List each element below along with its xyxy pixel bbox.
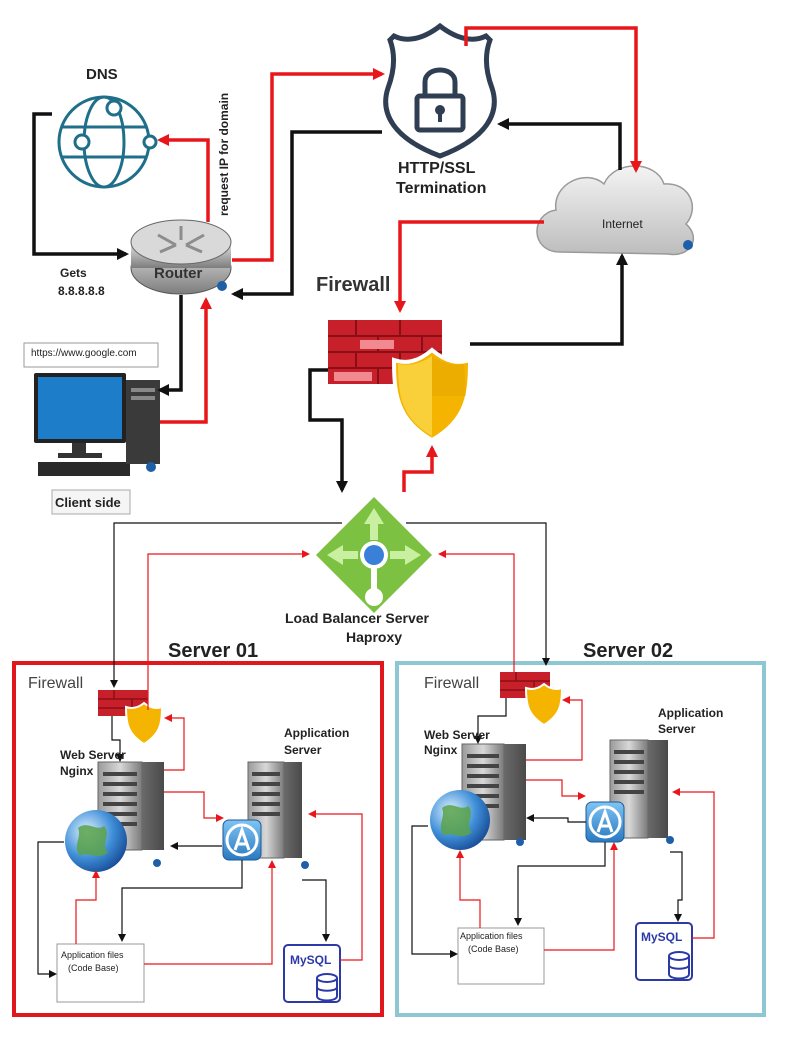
server01-frame [12, 661, 384, 1017]
server01-label: Server 01 [168, 640, 259, 662]
server02-app-icon [585, 801, 625, 843]
server01-codebase-box [56, 943, 145, 1003]
url-bar [23, 342, 159, 368]
server02-mysql-icon [635, 922, 693, 981]
server02-app-label-1: Application [658, 706, 724, 720]
server02-firewall-label: Firewall [424, 675, 480, 692]
server01-firewall-label: Firewall [28, 675, 84, 692]
server01-nginx-label: Nginx [60, 764, 94, 778]
server01-app-label-1: Application [284, 726, 350, 740]
info-icon [217, 281, 227, 291]
shield-icon [391, 347, 473, 443]
request-ip-label: request IP for domain [217, 92, 231, 216]
client-side-box [51, 489, 131, 515]
server01-mysql-icon [283, 944, 341, 1003]
server02-codebase-box [457, 927, 545, 985]
server02-web-server-label: Web Server [424, 728, 490, 742]
router-icon [130, 219, 232, 295]
server02-frame [395, 661, 766, 1017]
lb-label-2: Haproxy [346, 629, 403, 645]
server01-app-icon [222, 819, 262, 861]
http-ssl-label: HTTP/SSL [398, 160, 476, 177]
server01-app-label-2: Server [284, 743, 322, 757]
gets-ip-label: 8.8.8.8.8 [58, 284, 105, 298]
internet-label: Internet [602, 217, 643, 231]
server02-mysql-label: MySQL [641, 930, 683, 944]
server01-mysql-label: MySQL [290, 953, 332, 967]
url-label: https://www.google.com [31, 348, 137, 359]
server01-globe-icon [65, 810, 127, 872]
dns-globe-icon [57, 95, 158, 189]
cloud-icon [536, 165, 695, 256]
server01-codebase-label-2: (Code Base) [68, 963, 119, 973]
router-label: Router [154, 265, 203, 282]
load-balancer-icon [316, 497, 432, 613]
lb-label-1: Load Balancer Server [285, 610, 429, 626]
monitor-icon [34, 373, 160, 476]
server02-firewall-icon [500, 672, 564, 727]
connectors-server02 [411, 696, 715, 958]
firewall-main-label: Firewall [316, 274, 391, 296]
info-icon [146, 462, 156, 472]
server01-web-server-label: Web Server [60, 748, 126, 762]
server01-firewall-icon [98, 690, 164, 746]
server01-app-rack-icon [247, 761, 309, 869]
server02-label: Server 02 [583, 640, 674, 662]
info-icon [683, 240, 693, 250]
connectors-lb [110, 522, 550, 710]
termination-label: Termination [396, 180, 487, 197]
connectors-server01 [37, 714, 363, 978]
connectors-top [32, 26, 642, 493]
server01-codebase-label-1: Application files [61, 950, 124, 960]
client-side-label: Client side [55, 495, 121, 510]
shield-lock-icon [383, 22, 497, 159]
dns-label: DNS [86, 66, 118, 83]
server02-nginx-label: Nginx [424, 743, 458, 757]
gets-label: Gets [60, 266, 87, 280]
server02-codebase-label-1: Application files [460, 931, 523, 941]
server02-codebase-label-2: (Code Base) [468, 944, 519, 954]
server02-globe-icon [430, 790, 490, 850]
server02-app-label-2: Server [658, 722, 696, 736]
